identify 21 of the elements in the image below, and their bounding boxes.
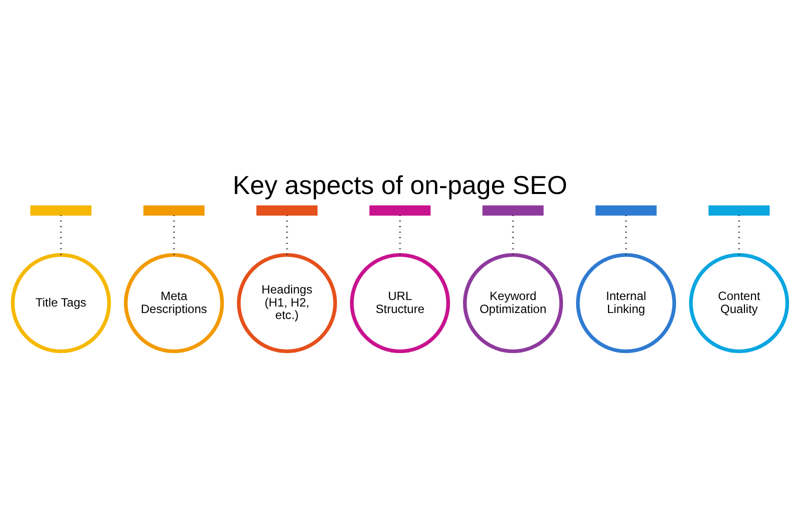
connector: [738, 214, 740, 254]
node-circle: Internal Linking: [576, 252, 676, 353]
node-bar: [369, 204, 431, 216]
node-bar: [30, 204, 92, 216]
node-bar: [708, 204, 770, 216]
node-circle: Meta Descriptions: [124, 252, 224, 353]
node-bar: [256, 204, 318, 216]
node-bar: [482, 204, 544, 216]
connector: [625, 214, 627, 254]
node-bar: [595, 204, 657, 216]
node-circle: Title Tags: [10, 252, 111, 353]
node-bar: [143, 204, 205, 216]
connector: [173, 214, 175, 254]
node-circle: URL Structure: [350, 252, 450, 353]
connector: [399, 214, 401, 254]
node-circle: Headings (H1, H2, etc.): [236, 252, 337, 353]
node-circle: Keyword Optimization: [463, 252, 564, 353]
diagram-title: Key aspects of on-page SEO: [232, 172, 568, 200]
node-circle: Content Quality: [689, 252, 790, 353]
connector: [286, 214, 288, 254]
connector: [60, 214, 62, 254]
